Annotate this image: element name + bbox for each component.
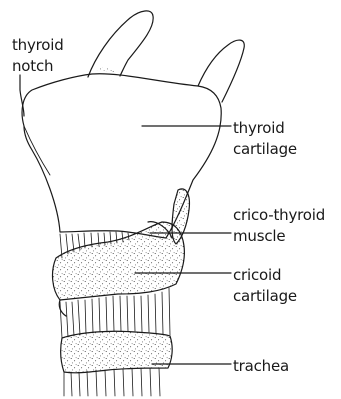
cricoid-cartilage-shape bbox=[53, 222, 185, 300]
trachea-label: trachea bbox=[233, 356, 289, 376]
cricoid-cartilage-label-line-2: cartilage bbox=[233, 286, 297, 306]
thyroid-notch-label-line-2: notch bbox=[12, 56, 53, 76]
right-superior-horn bbox=[198, 40, 244, 102]
crico-thyroid-muscle-label-line-2: muscle bbox=[233, 226, 285, 246]
thyroid-cartilage-label-line-2: cartilage bbox=[233, 139, 297, 159]
thyroid-notch-label-line-1: thyroid bbox=[12, 35, 64, 55]
tracheal-ring-1 bbox=[61, 331, 172, 373]
thyroid-cartilage-label-line-1: thyroid bbox=[233, 118, 285, 138]
left-superior-horn bbox=[88, 11, 153, 77]
thyroid-cartilage-shape bbox=[22, 74, 221, 238]
crico-thyroid-muscle-label-line-1: crico-thyroid bbox=[233, 205, 325, 225]
cricoid-cartilage-label-line-1: cricoid bbox=[233, 265, 281, 285]
